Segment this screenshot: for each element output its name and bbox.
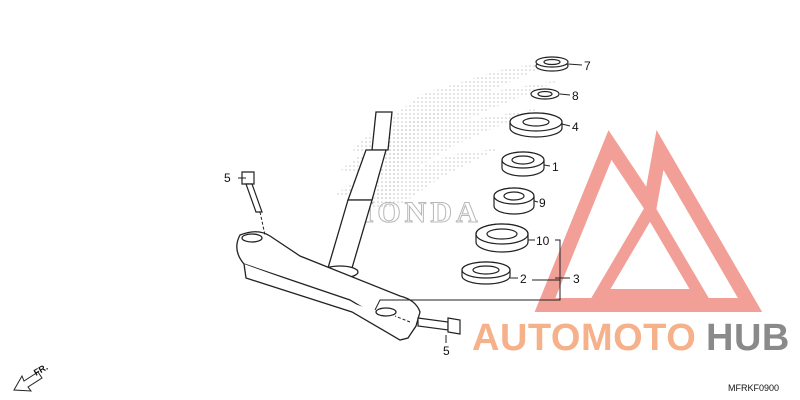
callout-4[interactable]: 4 — [572, 120, 579, 134]
part-2-lower-race[interactable] — [461, 261, 511, 285]
callout-10[interactable]: 10 — [536, 234, 550, 248]
leader-lines — [238, 63, 583, 343]
part-8-lock-washer[interactable] — [530, 88, 560, 100]
automotohub-watermark: AUTOMOTO HUB — [472, 317, 790, 359]
diagram-part-code: MFRKF0900 — [728, 383, 779, 393]
front-direction-marker: FR. — [13, 362, 50, 392]
watermark-text-automoto: AUTOMOTO — [472, 317, 696, 359]
callout-2[interactable]: 2 — [520, 272, 527, 286]
callout-labels: 7 8 4 1 9 10 2 3 5 5 — [224, 59, 591, 358]
callout-5-upper[interactable]: 5 — [224, 171, 231, 185]
part-5-bolt-upper[interactable] — [241, 171, 263, 213]
part-5-bolt-lower[interactable] — [417, 317, 461, 335]
front-label: FR. — [32, 362, 50, 378]
honda-wing-background: HONDA — [335, 60, 560, 230]
front-arrow-icon — [13, 371, 43, 392]
part-4-adjusting-nut[interactable] — [509, 112, 563, 138]
callout-9[interactable]: 9 — [539, 196, 546, 210]
callout-7[interactable]: 7 — [584, 59, 591, 73]
part-10-bearing-race[interactable] — [475, 223, 529, 253]
watermark-text-hub: HUB — [706, 317, 790, 359]
part-7-lock-nut[interactable] — [535, 56, 569, 72]
callout-8[interactable]: 8 — [572, 89, 579, 103]
part-9-bearing[interactable] — [493, 187, 535, 215]
callout-3[interactable]: 3 — [573, 272, 580, 286]
callout-5-lower[interactable]: 5 — [443, 344, 450, 358]
automotohub-logo-icon — [534, 130, 763, 312]
part-1-dust-seal[interactable] — [501, 151, 545, 177]
steering-stem-assembly[interactable] — [236, 111, 421, 341]
callout-1[interactable]: 1 — [552, 160, 559, 174]
